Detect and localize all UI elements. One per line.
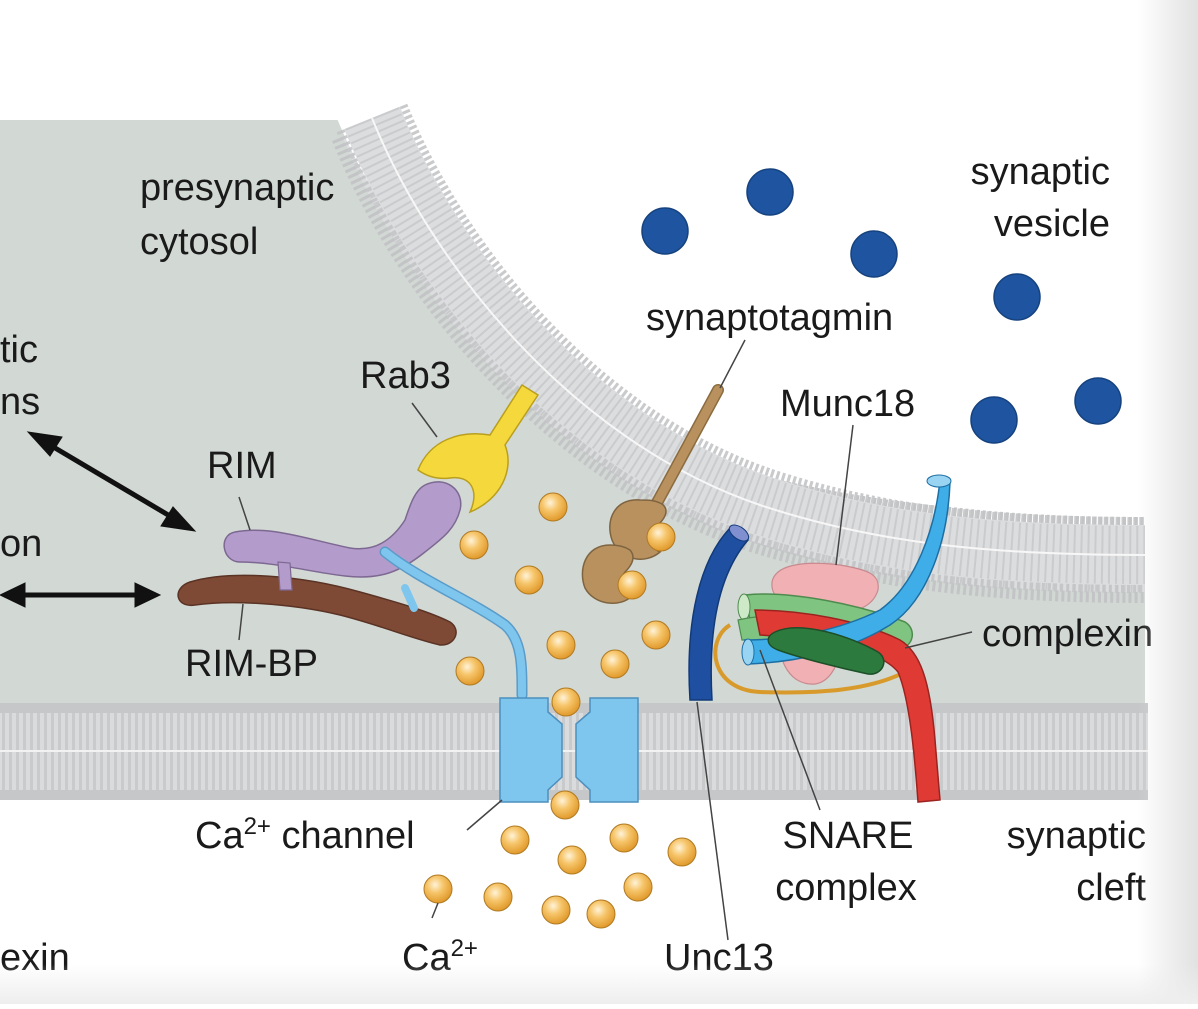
label-synaptic-vesicle-1: synaptic <box>971 151 1110 193</box>
label-snare-2: complex <box>775 867 917 909</box>
calcium-ion <box>586 899 616 929</box>
vesicle-lumen <box>320 80 1145 515</box>
calcium-channel <box>499 697 639 803</box>
calcium-ion <box>546 630 576 660</box>
snare-complex <box>737 474 952 803</box>
right-edge-shadow <box>1138 0 1198 1004</box>
calcium-ion <box>541 895 571 925</box>
neurotransmitter-dot <box>993 273 1041 321</box>
label-rim-bp: RIM-BP <box>185 643 318 685</box>
label-munc18: Munc18 <box>780 383 915 425</box>
interaction-arrows <box>0 431 197 608</box>
label-synaptic-cleft-2: cleft <box>1076 867 1146 909</box>
calcium-ion <box>459 530 489 560</box>
calcium-ion <box>617 570 647 600</box>
leader-lines <box>238 339 973 941</box>
label-ca-channel: Ca2+ channel <box>195 813 415 857</box>
label-cytosol: cytosol <box>140 221 258 263</box>
rab3-protein <box>417 383 540 514</box>
label-complexin: complexin <box>982 613 1153 655</box>
complexin-loop <box>713 623 906 695</box>
label-presynaptic: presynaptic <box>140 167 334 209</box>
label-synaptotagmin: synaptotagmin <box>646 297 893 339</box>
calcium-ion <box>514 565 544 595</box>
neurotransmitter-dot <box>970 396 1018 444</box>
calcium-ion <box>641 620 671 650</box>
unc13-protein <box>688 527 750 701</box>
neurotransmitter-dot <box>850 230 898 278</box>
calcium-ions <box>423 492 697 929</box>
label-rim: RIM <box>207 445 277 487</box>
calcium-ion <box>455 656 485 686</box>
bottom-edge-shadow <box>0 964 1198 1004</box>
label-left-partial-2: ns <box>0 381 40 423</box>
calcium-ion <box>600 649 630 679</box>
label-synaptic-cleft-1: synaptic <box>1007 815 1146 857</box>
label-left-partial-3: on <box>0 523 42 565</box>
label-left-partial-1: tic <box>0 329 38 371</box>
rim-bp-protein <box>177 574 457 646</box>
calcium-ion <box>483 882 513 912</box>
calcium-ion <box>550 790 580 820</box>
neurotransmitter-dot <box>1074 377 1122 425</box>
neurotransmitter-dot <box>746 168 794 216</box>
neurotransmitter-dots <box>641 168 1122 444</box>
calcium-ion <box>623 872 653 902</box>
calcium-ion <box>423 874 453 904</box>
label-rab3: Rab3 <box>360 355 451 397</box>
calcium-ion <box>557 845 587 875</box>
calcium-ion <box>609 823 639 853</box>
plasma-membrane <box>0 703 1148 800</box>
calcium-ion <box>551 687 581 717</box>
calcium-ion <box>646 522 676 552</box>
label-synaptic-vesicle-2: vesicle <box>994 203 1110 245</box>
neurotransmitter-dot <box>641 207 689 255</box>
label-snare-1: SNARE <box>783 815 914 857</box>
calcium-ion <box>667 837 697 867</box>
calcium-ion <box>500 825 530 855</box>
calcium-ion <box>538 492 568 522</box>
